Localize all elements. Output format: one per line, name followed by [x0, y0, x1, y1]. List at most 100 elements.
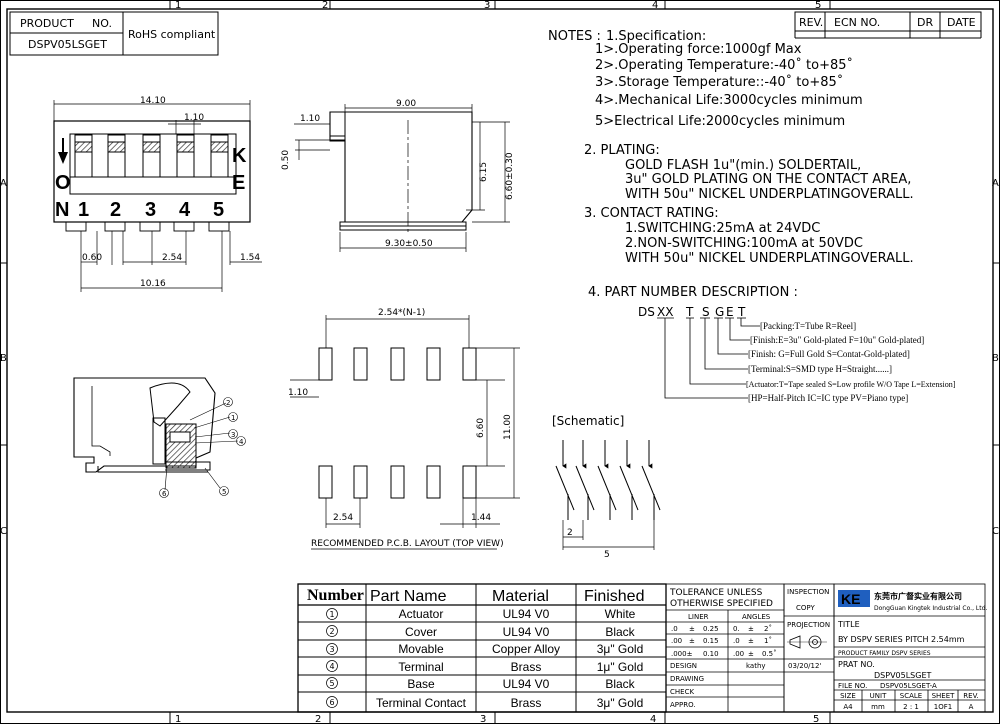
tol-r1-b: ± [689, 625, 695, 633]
frame-row-left-c: C [0, 526, 7, 537]
bom-row-6-material: Brass [511, 696, 542, 710]
bom-row-1-part: Actuator [399, 607, 444, 621]
bom-header-part-name: Part Name [370, 588, 447, 605]
frame-col-bottom-1: 1 [175, 714, 181, 724]
notes-heading: NOTES : [548, 29, 601, 44]
unit-label: UNIT [870, 692, 887, 700]
spec-line-2: 2>.Operating Temperature:-40˚ to+85˚ [595, 57, 853, 73]
notes: NOTES : 1.Specification: 1>.Operating fo… [548, 29, 914, 300]
pn-desc-finish-e: [Finish:E=3u" Gold-plated F=10u" Gold-pl… [750, 335, 924, 345]
plating-line-2: 3u" GOLD PLATING ON THE CONTACT AREA, [625, 172, 911, 187]
pn-desc-actuator: [Actuator:T=Tape sealed S=Low profile W/… [746, 380, 956, 389]
copy-label: COPY [796, 604, 815, 612]
design-label: DESIGN [670, 662, 697, 670]
pn-t1: T [685, 305, 694, 319]
dim-9-00: 9.00 [396, 99, 416, 109]
tol-angles: ANGLES [742, 613, 771, 621]
dim-2-54: 2.54 [162, 253, 182, 263]
frame-col-top-1: 1 [175, 0, 181, 11]
projection-label: PROJECTION [787, 621, 830, 629]
drawing-title: BY DSPV SERIES PITCH 2.54mm [838, 635, 965, 644]
frame-col-top-4: 4 [652, 0, 658, 11]
tol-r1-c: 0.25 [703, 625, 719, 633]
tol-liner: LINER [688, 613, 709, 621]
dim-6-15: 6.15 [479, 162, 489, 182]
section-view: 2 1 3 4 5 6 [73, 377, 246, 498]
prat-no: DSPV05LSGET [874, 671, 932, 680]
revision-box: REV. ECN NO. DR DATE [794, 11, 982, 39]
dim-0-50: 0.50 [281, 150, 291, 170]
position-2: 2 [110, 199, 121, 221]
third-angle-projection-icon [787, 635, 827, 649]
dim-side-1-10: 1.10 [300, 114, 320, 124]
frame-col-top-3: 3 [484, 0, 490, 11]
dim-1-10: 1.10 [184, 113, 204, 123]
frame-col-bottom-4: 4 [650, 714, 656, 724]
tol-r1-e: ± [748, 625, 754, 633]
company-name-en: DongGuan Kingtek Industrial Co., Ltd. [874, 605, 987, 612]
tol-title-1: TOLERANCE UNLESS [669, 588, 763, 598]
bom-header-number: Number [307, 587, 364, 604]
dim-10-16: 10.16 [140, 279, 166, 289]
bom-row-6-part: Terminal Contact [376, 696, 467, 710]
tol-r3-a: .000± [671, 650, 693, 658]
bom-row-4-finish: 1μ" Gold [597, 660, 644, 674]
bom-row-4-part: Terminal [398, 660, 443, 674]
company-name-cn: 东莞市广督实业有限公司 [874, 591, 962, 601]
pn-s: S [702, 305, 710, 319]
tol-title-2: OTHERWISE SPECIFIED [670, 599, 773, 609]
rev-label: REV. [799, 16, 823, 29]
pn-t2: T [737, 305, 746, 319]
on-label-o: O [55, 172, 71, 194]
schematic-dim-5: 5 [604, 550, 610, 560]
bom-row-4-num: 4 [329, 662, 334, 671]
product-number-box: PRODUCT NO. DSPV05LSGET RoHS compliant [9, 11, 219, 56]
bom-row-3-num: 3 [329, 645, 334, 654]
frame-col-bottom-2: 2 [315, 714, 321, 724]
callout-3: 3 [231, 431, 235, 439]
title-label: TITLE [837, 620, 860, 629]
frame-row-right-a: A [992, 178, 999, 189]
plating-line-1: GOLD FLASH 1u"(min.) SOLDERTAIL, [625, 158, 861, 173]
tol-r3-d: .00 [733, 650, 744, 658]
pn-desc-type: [HP=Half-Pitch IC=IC type PV=Piano type] [748, 393, 908, 403]
dim-1-54: 1.54 [240, 253, 260, 263]
size-value: A4 [843, 703, 853, 711]
frame-col-top-2: 2 [322, 0, 328, 11]
tol-r2-b: ± [689, 637, 695, 645]
pn-g: G [715, 305, 724, 319]
rohs-label: RoHS compliant [128, 28, 216, 41]
prat-no-label: PRAT NO. [838, 660, 875, 669]
ke-label-k: K [232, 145, 247, 167]
dim-pcb-1-10: 1.10 [288, 388, 308, 398]
spec-title: 1.Specification: [606, 29, 706, 44]
schematic-dim-2: 2 [567, 528, 573, 538]
on-label-n: N [55, 199, 69, 221]
inspection-date: 03/20/12' [788, 662, 821, 670]
position-4: 4 [179, 199, 191, 221]
product-number: DSPV05LSGET [28, 38, 107, 51]
pcb-caption: RECOMMENDED P.C.B. LAYOUT (TOP VIEW) [311, 539, 504, 549]
frame-col-top-5: 5 [815, 0, 821, 11]
pcb-layout: 2.54*(N-1) 1.10 6.60 11.00 2.54 1.44 REC… [288, 308, 520, 550]
dim-pcb-11-00: 11.00 [503, 414, 513, 440]
file-no: DSPV05LSGET-A [880, 682, 937, 690]
bom-row-2-num: 2 [329, 627, 334, 636]
dim-0-60: 0.60 [82, 253, 102, 263]
bom-row-3-part: Movable [398, 642, 444, 656]
tol-r2-d: .0 [733, 637, 740, 645]
dim-pcb-2-54: 2.54 [333, 513, 353, 523]
tol-r2-f: 1˚ [764, 637, 772, 645]
front-view: O N K E 1 2 3 4 5 [53, 96, 262, 292]
drawing-label: DRAWING [670, 675, 704, 683]
plating-line-3: WITH 50u" NICKEL UNDERPLATINGOVERALL. [625, 187, 914, 202]
schematic-title: [Schematic] [552, 414, 624, 428]
product-family: PRODUCT FAMILY DSPV SERIES [838, 650, 931, 657]
dim-pcb-6-60: 6.60 [476, 418, 486, 438]
spec-line-1: 1>.Operating force:1000gf Max [595, 42, 802, 57]
tol-r3-e: ± [748, 650, 754, 658]
sheet-label: SHEET [932, 692, 956, 700]
bom-row-1-finish: White [605, 607, 636, 621]
part-number-title: 4. PART NUMBER DESCRIPTION : [588, 285, 798, 300]
no-label: NO. [92, 17, 112, 30]
